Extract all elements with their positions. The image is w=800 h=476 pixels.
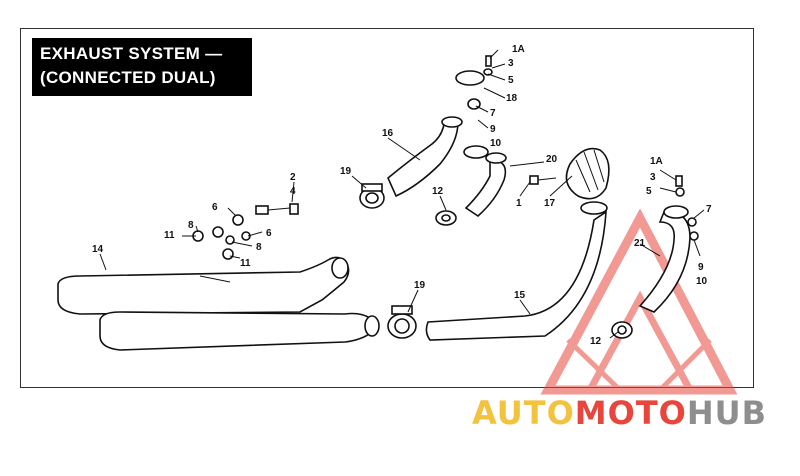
callout-14: 14 (92, 244, 104, 255)
callout-11-left: 11 (164, 230, 175, 241)
crossover-pipe (387, 121, 459, 198)
callout-1: 1 (516, 198, 522, 209)
callout-9-right: 9 (698, 262, 704, 273)
watermark-hub: HUB (686, 394, 768, 432)
watermark-moto: MOTO (574, 394, 687, 432)
muffler-lower (99, 311, 380, 351)
callout-5-right: 5 (646, 186, 652, 197)
diagram-title: EXHAUST SYSTEM — (CONNECTED DUAL) (32, 38, 252, 96)
callout-16: 16 (382, 128, 394, 139)
callout-9-top: 9 (490, 124, 496, 135)
callout-21: 21 (634, 238, 646, 249)
watermark-triangle-inner (584, 290, 696, 394)
watermark-stripe (566, 338, 622, 392)
callout-18: 18 (506, 93, 518, 104)
callout-12-lower: 12 (590, 336, 602, 347)
callout-7-top: 7 (490, 108, 496, 119)
callout-5-top: 5 (508, 75, 514, 86)
callout-19-lower: 19 (414, 280, 426, 291)
rear-pipe-flange (663, 205, 689, 219)
watermark-logo (540, 208, 738, 395)
callout-8-left: 8 (188, 220, 194, 231)
muffler-upper (57, 256, 350, 315)
rear-exhaust-pipe (638, 211, 691, 313)
callout-1a-right: 1A (650, 156, 663, 167)
title-line-2: (CONNECTED DUAL) (40, 68, 216, 87)
clamp-mid (435, 210, 457, 226)
connector-clamp (463, 145, 489, 159)
right-hardware (675, 175, 699, 241)
nut-lower (611, 321, 633, 339)
watermark-stripe-2 (658, 338, 712, 392)
bolt-1 (529, 175, 557, 185)
callout-10-right: 10 (696, 276, 708, 287)
callout-20: 20 (546, 154, 558, 165)
callout-3-top: 3 (508, 58, 514, 69)
heat-shield (565, 147, 610, 200)
watermark-text: AUTOMOTOHUB (472, 394, 767, 432)
leader-lines (99, 49, 705, 339)
callout-10-top: 10 (490, 138, 502, 149)
top-clamp (455, 55, 493, 110)
front-pipe-flange (580, 201, 608, 215)
callout-6-right: 6 (266, 228, 272, 239)
left-hardware (192, 203, 299, 260)
title-line-1: EXHAUST SYSTEM — (40, 44, 223, 63)
callout-2: 2 (290, 172, 296, 183)
callout-6-left: 6 (212, 202, 218, 213)
diagram-frame (20, 28, 754, 388)
callout-4: 4 (290, 186, 296, 197)
clamp-upper (359, 183, 385, 209)
callout-15: 15 (514, 290, 526, 301)
callout-11-right: 11 (240, 258, 251, 269)
callout-labels: 1A 3 5 18 7 9 10 16 20 19 12 1 17 2 4 6 … (92, 44, 712, 347)
clamp-lower (387, 305, 417, 339)
callout-7-right: 7 (706, 204, 712, 215)
callout-12-upper: 12 (432, 186, 444, 197)
watermark-auto: AUTO (472, 394, 575, 432)
callout-1a-top: 1A (512, 44, 525, 55)
callout-19-upper: 19 (340, 166, 352, 177)
connector-pipe (464, 159, 507, 218)
callout-3-right: 3 (650, 172, 656, 183)
callout-17: 17 (544, 198, 556, 209)
front-exhaust-pipe (425, 210, 607, 341)
callout-8-right: 8 (256, 242, 262, 253)
